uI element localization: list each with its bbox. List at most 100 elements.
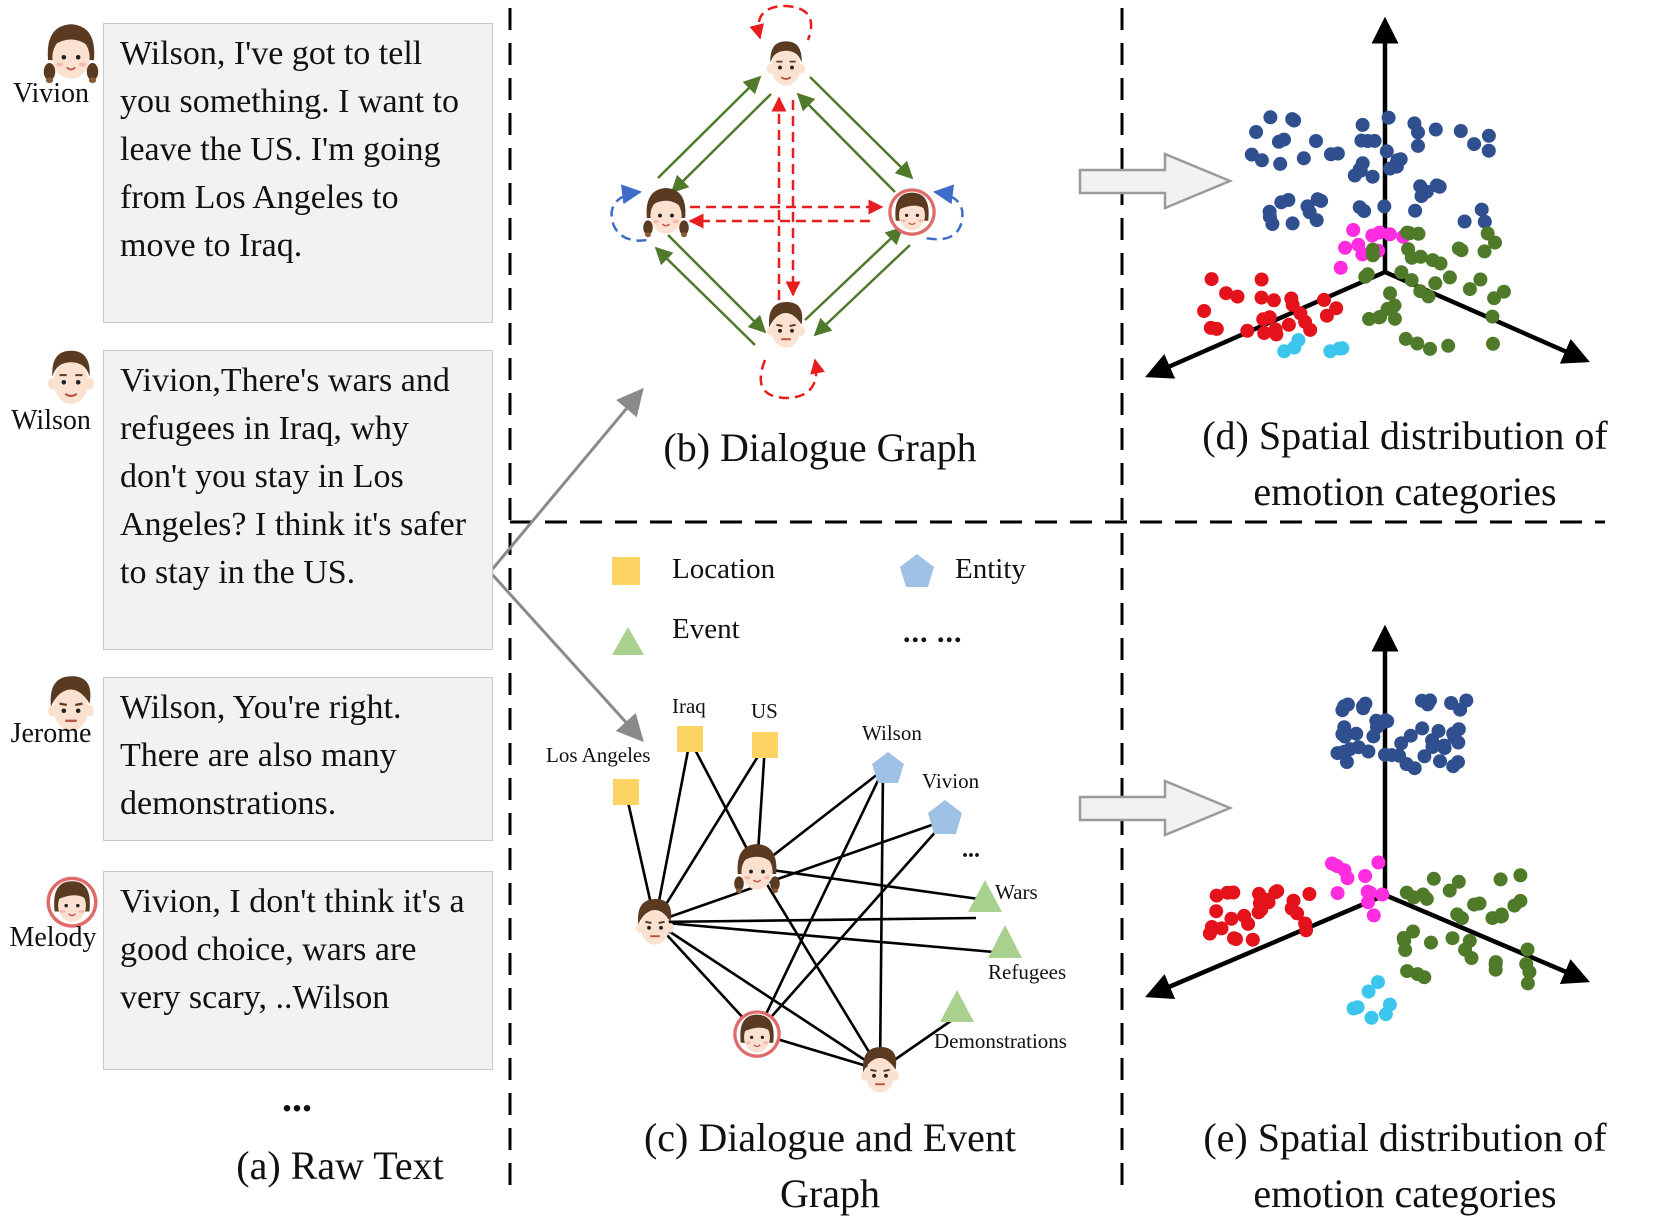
blue-point [1429,178,1444,193]
edge-right-to-top [796,92,896,193]
wilson-avatar-icon [47,349,95,405]
blue-point [1379,144,1394,159]
green-point [1519,957,1534,971]
green-point [1410,336,1425,351]
blue-point [1428,122,1443,137]
green-point [1462,282,1477,297]
blue-point [1310,192,1325,207]
red-point [1245,932,1260,947]
green-point [1442,270,1457,285]
node-los-angeles-square-icon [613,779,639,805]
green-point [1493,872,1508,887]
blue-point [1415,721,1430,736]
blue-point [1453,124,1468,138]
red-point [1269,327,1284,342]
blue-point [1361,744,1376,759]
red-point [1302,887,1317,901]
magenta-point [1346,223,1361,237]
red-point [1240,323,1255,338]
event-node-vivion-icon [733,843,781,894]
node-label-demonstrations: Demonstrations [934,1029,1067,1053]
red-point [1266,293,1281,308]
blue-point [1244,147,1259,162]
scatter-plot-d [1145,16,1590,379]
blue-point [1285,112,1300,127]
blue-point [1249,125,1264,139]
red-point [1254,290,1269,305]
self-loop-left [610,184,649,242]
legend-entity-pentagon-icon [900,554,934,587]
magenta-point [1371,855,1386,870]
edge-bottom-to-right [804,226,904,321]
caption-b: (b) Dialogue Graph [663,425,977,470]
blue-point [1296,151,1311,166]
cyan-point [1361,984,1376,999]
green-point [1411,226,1426,241]
green-point [1401,242,1416,257]
blue-point [1446,726,1461,741]
magenta-point [1351,237,1366,252]
red-point [1281,317,1296,332]
raw-text-avatars [42,23,100,929]
speaker-name-wilson: Wilson [11,405,91,436]
green-point [1365,248,1380,263]
edge-left-to-bottom [667,234,767,334]
node-vivion-pentagon-icon [928,800,962,834]
green-point [1520,976,1535,991]
green-point [1424,935,1438,950]
scatter-plot-e [1145,624,1590,1025]
blue-point [1340,697,1355,712]
red-point [1204,272,1219,287]
green-point [1433,256,1448,271]
red-point [1229,932,1243,947]
blue-point [1277,132,1291,147]
vivion-avatar-icon [42,23,100,85]
legend-event-label: Event [672,613,740,645]
blue-point [1265,217,1280,231]
raw-text-arrows [488,387,644,743]
legend-entity-label: Entity [955,553,1026,585]
green-point [1520,942,1535,957]
dialogue-node-melody-icon [887,187,937,237]
legend-location-label: Location [672,553,776,585]
event-graph-edges [624,739,1006,1072]
blue-point [1330,746,1345,761]
green-point [1486,336,1500,351]
magenta-point [1365,228,1380,243]
dialogue-node-jerome-icon [765,300,807,349]
red-point [1290,906,1305,921]
red-point [1254,272,1269,287]
self-loop-top [749,4,813,41]
blue-point [1425,740,1440,754]
blue-point [1431,724,1446,738]
node-refugees-triangle-icon [988,925,1022,958]
blue-point [1309,134,1323,148]
blue-point [1457,214,1472,229]
speaker-name-jerome: Jerome [10,718,92,749]
edge-top-to-left [670,93,772,194]
blue-point [1357,204,1372,218]
green-point [1421,289,1436,304]
speaker-name-vivion: Vivion [12,78,90,109]
node-wilson-pentagon-icon [872,752,904,783]
blue-point [1394,736,1409,751]
cyan-point [1364,1010,1379,1025]
blue-point [1453,702,1468,717]
raw-text-ellipsis: ... [282,1075,312,1120]
node-label-wars: Wars [995,880,1038,904]
legend-location-square-icon [612,557,640,585]
hollow-arrows [1078,152,1234,837]
red-point [1329,301,1344,316]
green-point [1513,868,1528,883]
green-point [1454,243,1469,258]
node-demonstrations-triangle-icon [940,990,974,1022]
green-point [1473,272,1488,287]
green-point [1416,887,1430,902]
speaker-name-melody: Melody [9,922,97,953]
green-point [1487,291,1502,306]
node-wars-triangle-icon [968,880,1002,912]
magenta-point [1375,887,1390,902]
cyan-point [1291,333,1306,348]
red-point [1209,888,1224,903]
green-point [1423,341,1437,356]
